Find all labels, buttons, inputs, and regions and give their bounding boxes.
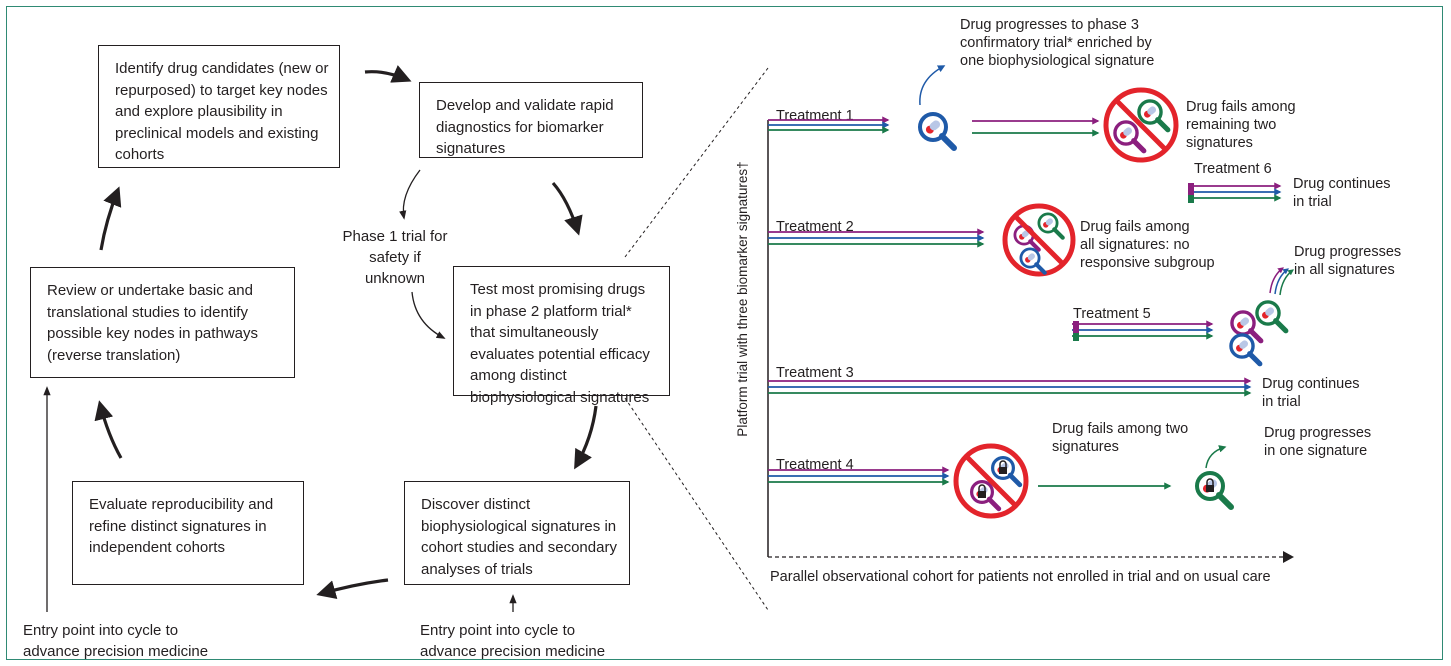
t4-progress-line2: in one signature <box>1264 443 1368 459</box>
t5-progress-line1: Drug progresses <box>1294 244 1402 260</box>
zoom-line-bottom <box>624 397 769 611</box>
t1-blue-magnifier-icon <box>920 114 954 148</box>
phase1-label-line1: Phase 1 trial for <box>342 228 448 245</box>
t2-fail-line2: all signatures: no <box>1080 237 1190 253</box>
t1-fail-line3: signatures <box>1186 135 1253 151</box>
t5-three-magnifiers-icon <box>1231 302 1286 364</box>
thin-arrows <box>43 169 517 612</box>
t1-fail-no-sign-icon <box>1103 87 1179 163</box>
t5-progress-line2: in all signatures <box>1294 262 1395 278</box>
t1-progress-line3: one biophysiological signature <box>960 53 1155 69</box>
phase1-label-line3: unknown <box>364 270 426 287</box>
signature-lines <box>768 116 1282 490</box>
entry-left-line1: Entry point into cycle to <box>23 622 179 639</box>
t6-continue-line1: Drug continues <box>1293 176 1391 192</box>
t3-continue-line2: in trial <box>1262 394 1301 410</box>
phase1-label-line2: safety if <box>369 249 421 266</box>
cohort-axis-arrowhead <box>1283 551 1294 563</box>
t1-progress-line1: Drug progresses to phase 3 <box>960 17 1139 33</box>
cycle-arrows <box>94 65 598 600</box>
zoom-line-top <box>624 67 769 258</box>
arrow-to-phase1 <box>399 169 421 220</box>
t1-fail-line1: Drug fails among <box>1186 99 1296 115</box>
t4-progress-arrow <box>1205 445 1227 469</box>
box-review-basic-studies: Review or undertake basic and translatio… <box>30 267 295 378</box>
t6-continue-line2: in trial <box>1293 194 1332 210</box>
t4-fail-no-sign-icon <box>953 443 1029 519</box>
arrow-phase1-to-test <box>411 291 446 339</box>
t4-fail-line1: Drug fails among two <box>1052 421 1189 437</box>
figure-frame <box>6 6 1443 660</box>
box-develop-diagnostics: Develop and validate rapid diagnostics f… <box>419 82 643 158</box>
t1-progress-arrow <box>919 65 946 106</box>
arrow-evaluate-to-review <box>94 400 123 459</box>
box-evaluate-reproducibility: Evaluate reproducibility and refine dist… <box>72 481 304 585</box>
arrow-test-to-discover <box>574 405 598 470</box>
treatment-5-label: Treatment 5 <box>1073 306 1151 322</box>
treatment-2-label: Treatment 2 <box>776 219 854 235</box>
t4-progress-line1: Drug progresses <box>1264 425 1372 441</box>
t1-progress-line2: confirmatory trial* enriched by <box>960 35 1152 51</box>
observational-cohort-axis-label: Parallel observational cohort for patien… <box>770 569 1271 585</box>
t6-start-tab <box>1188 183 1194 201</box>
entry-left-line2: advance precision medicine <box>23 643 209 660</box>
arrow-review-to-identify <box>99 186 122 251</box>
treatment-3-label: Treatment 3 <box>776 365 854 381</box>
box-identify-drug-candidates: Identify drug candidates (new or repurpo… <box>98 45 340 168</box>
t4-fail-line2: signatures <box>1052 439 1119 455</box>
entry-bottom-line2: advance precision medicine <box>420 643 606 660</box>
arrow-discover-to-evaluate <box>316 578 389 600</box>
t2-fail-line1: Drug fails among <box>1080 219 1190 235</box>
t2-fail-no-sign-icon <box>1002 203 1076 277</box>
entry-bottom-line1: Entry point into cycle to <box>420 622 576 639</box>
t1-fail-line2: remaining two <box>1186 117 1277 133</box>
t3-continue-line1: Drug continues <box>1262 376 1360 392</box>
treatment-6-label: Treatment 6 <box>1194 161 1272 177</box>
t5-progress-arrows <box>1269 267 1294 296</box>
arrow-develop-to-test <box>551 181 583 236</box>
box-discover-signatures: Discover distinct biophysiological signa… <box>404 481 630 585</box>
t2-fail-line3: responsive subgroup <box>1080 255 1215 271</box>
arrow-identify-to-develop <box>364 65 412 83</box>
t5-start-tab <box>1073 321 1079 339</box>
box-test-promising-drugs: Test most promising drugs in phase 2 pla… <box>453 266 670 406</box>
treatment-4-label: Treatment 4 <box>776 457 854 473</box>
